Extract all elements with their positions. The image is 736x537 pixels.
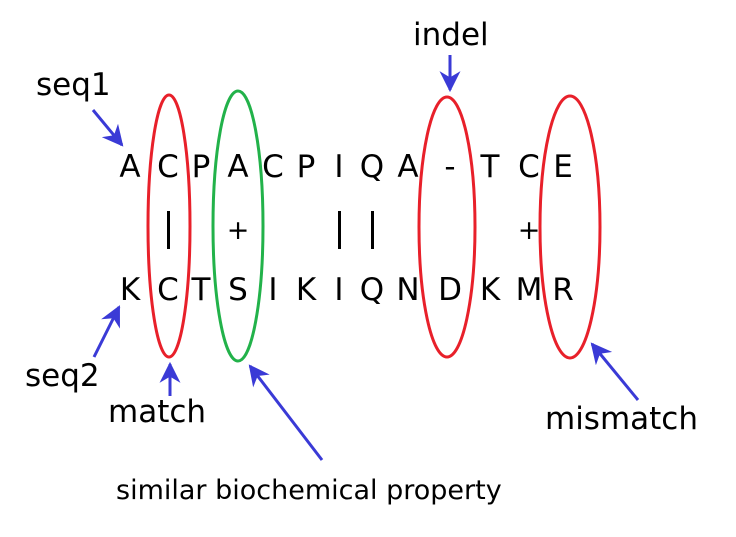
mismatch-ellipse [538, 94, 602, 360]
match-label: match [108, 394, 207, 430]
seq1-label: seq1 [36, 67, 111, 103]
similar-symbol-12: + [517, 215, 541, 246]
mismatch-arrow [590, 342, 640, 401]
seq2-residue-5: I [268, 272, 278, 308]
indel-ellipse [417, 95, 477, 359]
seq1-residue-12: C [518, 149, 540, 185]
similar-ellipse [211, 89, 265, 363]
seq2-residue-1: K [119, 272, 141, 308]
match-ellipse [146, 93, 192, 359]
seq2-residue-12: M [515, 272, 543, 308]
seq1-residue-7: I [334, 149, 344, 185]
seq1-residue-4: A [227, 149, 249, 185]
seq1-residue-10: - [444, 149, 456, 185]
seq2-residue-2: C [157, 272, 179, 308]
seq1-residue-13: E [553, 149, 573, 185]
seq2-label: seq2 [25, 358, 100, 394]
seq1-residue-3: P [191, 149, 211, 185]
seq1-residue-9: A [397, 149, 419, 185]
seq1-residue-8: Q [359, 149, 385, 185]
seq2-residue-3: T [191, 272, 211, 308]
match-bar-2 [167, 211, 170, 249]
seq2-residue-4: S [228, 272, 248, 308]
seq2-residue-7: I [334, 272, 344, 308]
seq2-arrow [92, 305, 121, 358]
seq1-residue-5: C [262, 149, 284, 185]
seq1-residue-2: C [157, 149, 179, 185]
match-bar-8 [371, 211, 374, 249]
seq1-residue-1: A [119, 149, 141, 185]
seq1-residue-6: P [296, 149, 316, 185]
seq2-residue-9: N [396, 272, 420, 308]
seq2-residue-11: K [479, 272, 501, 308]
mismatch-label: mismatch [545, 401, 699, 437]
indel-label: indel [413, 17, 489, 53]
match-bar-7 [338, 211, 341, 249]
seq2-residue-6: K [295, 272, 317, 308]
seq2-residue-8: Q [359, 272, 385, 308]
similar-symbol-4: + [226, 215, 250, 246]
similar-arrow [248, 364, 324, 461]
seq1-arrow [91, 109, 124, 147]
seq2-residue-13: R [552, 272, 574, 308]
similar-label: similar biochemical property [116, 475, 502, 506]
seq1-residue-11: T [480, 149, 500, 185]
seq2-residue-10: D [438, 272, 462, 308]
